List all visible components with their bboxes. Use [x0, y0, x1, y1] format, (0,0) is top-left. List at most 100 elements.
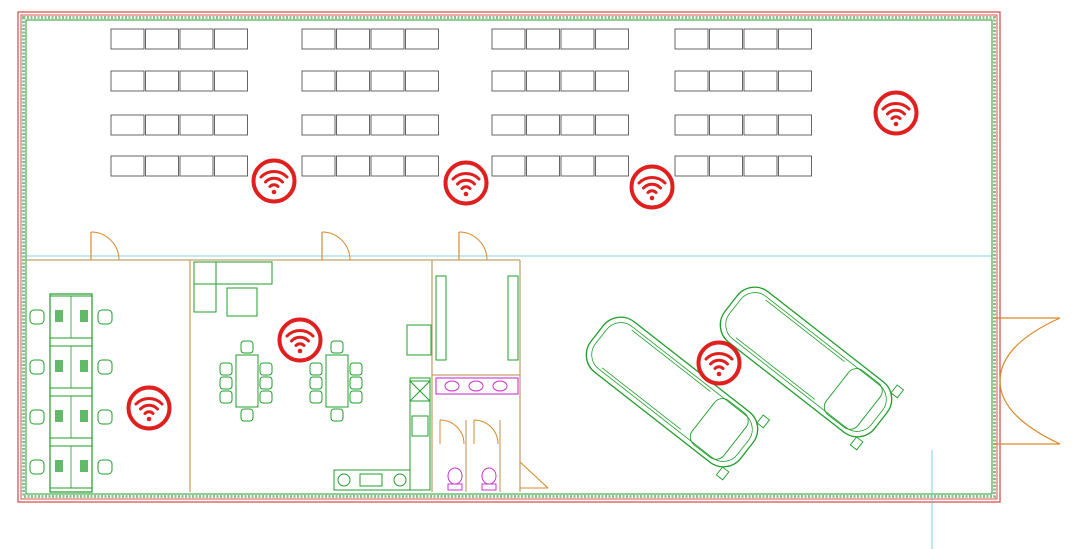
auditorium-seat	[145, 28, 179, 50]
vehicle-icon	[719, 286, 905, 451]
auditorium-seat	[301, 70, 336, 92]
auditorium-seat	[370, 155, 405, 177]
sink-icon	[468, 380, 484, 392]
door-swing-icon	[321, 231, 351, 261]
auditorium-seat	[179, 28, 214, 50]
auditorium-seat	[491, 114, 526, 136]
auditorium-seat	[491, 28, 526, 50]
auditorium-seat	[674, 28, 709, 50]
auditorium-seat	[491, 155, 526, 177]
guide-lines	[26, 255, 992, 549]
auditorium-seat	[370, 70, 405, 92]
coffee-table	[226, 287, 258, 317]
auditorium-seat	[301, 155, 336, 177]
auditorium-seat	[336, 70, 370, 92]
auditorium-seat	[778, 28, 812, 50]
chair	[29, 459, 45, 475]
auditorium-seat	[110, 28, 145, 50]
auditorium-seat	[405, 28, 439, 50]
vehicle-icon	[585, 316, 771, 481]
auditorium-seat	[560, 28, 595, 50]
auditorium-seat	[145, 155, 179, 177]
auditorium-seat	[214, 28, 248, 50]
auditorium-seat	[526, 28, 560, 50]
auditorium-seating	[110, 28, 812, 177]
auditorium-seat	[370, 28, 405, 50]
auditorium-seat	[405, 70, 439, 92]
auditorium-seat	[110, 114, 145, 136]
auditorium-seat	[743, 28, 778, 50]
auditorium-seat	[560, 114, 595, 136]
outer-walls	[17, 11, 1001, 503]
auditorium-seat	[778, 155, 812, 177]
interior-partitions	[26, 259, 521, 492]
auditorium-seat	[778, 114, 812, 136]
chair	[29, 359, 45, 375]
garage-double-door	[994, 317, 1061, 445]
door-swing-icon	[90, 231, 120, 261]
auditorium-seat	[526, 155, 560, 177]
sink-icon	[444, 380, 460, 392]
auditorium-seat	[709, 70, 743, 92]
door-swing-icon	[519, 461, 549, 489]
doors	[90, 231, 549, 489]
auditorium-seat	[370, 114, 405, 136]
chair	[97, 459, 113, 475]
auditorium-seat	[595, 155, 629, 177]
auditorium-seat	[526, 70, 560, 92]
sink-icon	[492, 380, 508, 392]
chair	[29, 309, 45, 325]
kitchen-bathroom-area	[333, 275, 519, 492]
auditorium-seat	[179, 114, 214, 136]
auditorium-seat	[336, 114, 370, 136]
auditorium-seat	[336, 28, 370, 50]
auditorium-seat	[405, 114, 439, 136]
auditorium-seat	[214, 155, 248, 177]
auditorium-seat	[110, 155, 145, 177]
sofa	[193, 261, 217, 313]
auditorium-seat	[405, 155, 439, 177]
garage-vehicles	[585, 286, 905, 481]
auditorium-seat	[674, 155, 709, 177]
auditorium-seat	[560, 70, 595, 92]
chair	[97, 409, 113, 425]
auditorium-seat	[709, 28, 743, 50]
wifi-icon	[443, 160, 489, 206]
auditorium-seat	[526, 114, 560, 136]
auditorium-seat	[743, 114, 778, 136]
dining-table	[309, 340, 363, 422]
wifi-icon	[277, 317, 323, 363]
auditorium-seat	[709, 155, 743, 177]
toilet-icon	[447, 467, 463, 485]
workstation-room	[29, 293, 113, 493]
auditorium-seat	[214, 114, 248, 136]
wifi-icon	[251, 158, 297, 204]
dining-table	[219, 340, 273, 422]
kitchen-counter	[409, 377, 431, 491]
auditorium-seat	[778, 70, 812, 92]
auditorium-seat	[743, 155, 778, 177]
locker-bench	[507, 275, 519, 361]
chair	[97, 309, 113, 325]
auditorium-seat	[110, 70, 145, 92]
stove-icon	[337, 473, 351, 487]
auditorium-seat	[709, 114, 743, 136]
toilet-icon	[481, 467, 497, 485]
kitchen-counter	[333, 469, 411, 491]
sofa	[193, 261, 273, 285]
door-swing-icon	[458, 231, 488, 261]
wifi-icon	[126, 385, 172, 431]
wifi-icon	[696, 340, 742, 386]
auditorium-seat	[301, 114, 336, 136]
auditorium-seat	[674, 114, 709, 136]
auditorium-seat	[301, 28, 336, 50]
auditorium-seat	[145, 114, 179, 136]
wifi-access-points	[126, 90, 919, 431]
vanity	[435, 377, 519, 395]
fridge	[406, 324, 432, 356]
auditorium-seat	[595, 114, 629, 136]
chair	[29, 409, 45, 425]
auditorium-seat	[674, 70, 709, 92]
auditorium-seat	[336, 155, 370, 177]
